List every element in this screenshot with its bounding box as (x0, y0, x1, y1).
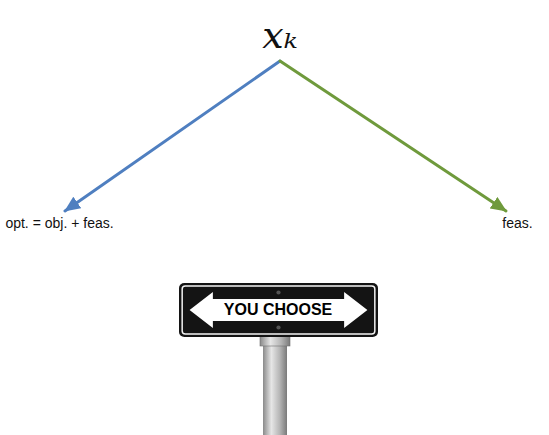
sign-text: YOU CHOOSE (224, 301, 332, 319)
green-arrow (280, 61, 506, 211)
road-sign: YOU CHOOSE (179, 283, 378, 337)
sign-background (179, 283, 378, 337)
post-clamp (260, 336, 290, 346)
state-variable: xₖ (259, 13, 301, 59)
label-text: opt. = obj. + feas. (5, 216, 113, 231)
sign-border (182, 286, 375, 334)
sign-bolt (276, 291, 280, 295)
sign-bolt (276, 326, 280, 330)
blue-arrow (65, 61, 280, 211)
branch-label: opt. = obj. + feas. (2, 214, 117, 234)
double-arrow (189, 292, 367, 328)
label-text: feas. (502, 216, 532, 231)
branch-label: feas. (499, 214, 536, 234)
variable-text: xₖ (262, 15, 297, 57)
sign-post (263, 336, 287, 435)
